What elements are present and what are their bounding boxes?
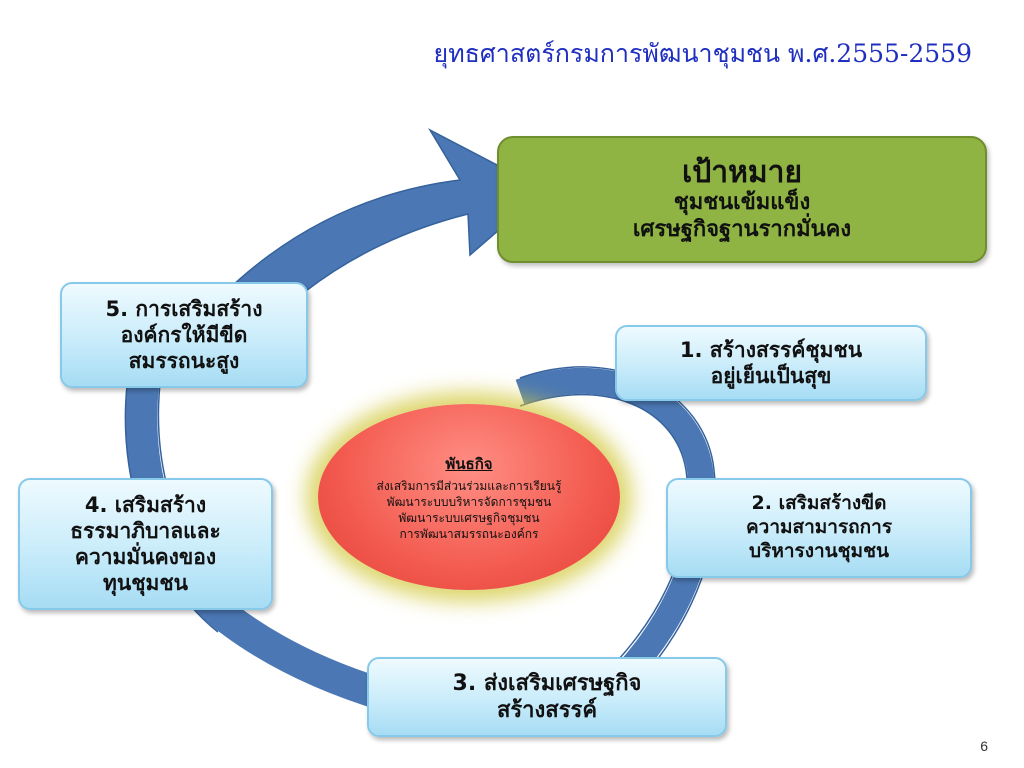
strategy-box-1: 1. สร้างสรรค์ชุมชน อยู่เย็นเป็นสุข bbox=[615, 325, 927, 401]
page-number: 6 bbox=[980, 738, 988, 754]
goal-line: ชุมชนเข้มแข็ง bbox=[673, 190, 811, 216]
strategy-line: 5. การเสริมสร้าง bbox=[105, 296, 263, 321]
inner-ring bbox=[515, 367, 715, 710]
strategy-line: 1. สร้างสรรค์ชุมชน bbox=[679, 337, 863, 362]
strategy-box-4: 4. เสริมสร้าง ธรรมาภิบาลและ ความมั่นคงขอ… bbox=[18, 478, 273, 610]
mission-line: พัฒนาระบบบริหารจัดการชุมชน bbox=[386, 494, 552, 509]
goal-heading: เป้าหมาย bbox=[681, 154, 803, 190]
strategy-line: ทุนชุมชน bbox=[103, 571, 188, 596]
strategy-line: 4. เสริมสร้าง bbox=[84, 492, 207, 517]
strategy-line: ความมั่นคงของ bbox=[74, 545, 217, 569]
strategy-box-3: 3. ส่งเสริมเศรษฐกิจ สร้างสรรค์ bbox=[367, 657, 727, 737]
strategy-line: องค์กรให้มีขีด bbox=[120, 322, 248, 347]
goal-line: เศรษฐกิจฐานรากมั่นคง bbox=[632, 216, 852, 242]
strategy-line: สร้างสรรค์ bbox=[496, 698, 598, 723]
strategy-box-5: 5. การเสริมสร้าง องค์กรให้มีขีด สมรรถนะส… bbox=[60, 282, 308, 388]
mission-ellipse: พันธกิจ ส่งเสริมการมีส่วนร่วมและการเรียน… bbox=[318, 404, 620, 590]
mission-line: พัฒนาระบบเศรษฐกิจชุมชน bbox=[398, 511, 540, 525]
strategy-line: อยู่เย็นเป็นสุข bbox=[710, 364, 832, 388]
slide-title: ยุทธศาสตร์กรมการพัฒนาชุมชน พ.ศ.2555-2559 bbox=[433, 39, 972, 68]
inner-ring-edge bbox=[519, 366, 717, 713]
strategy-line: บริหารงานชุมชน bbox=[749, 539, 889, 562]
strategy-line: สมรรถนะสูง bbox=[128, 349, 240, 374]
strategy-line: 3. ส่งเสริมเศรษฐกิจ bbox=[452, 670, 642, 696]
mission-heading: พันธกิจ bbox=[445, 454, 493, 473]
strategy-line: 2. เสริมสร้างขีด bbox=[751, 492, 887, 515]
strategy-line: ธรรมาภิบาลและ bbox=[70, 518, 221, 543]
mission-line: ส่งเสริมการมีส่วนร่วมและการเรียนรู้ bbox=[376, 478, 562, 493]
strategy-box-2: 2. เสริมสร้างขีด ความสามารถการ บริหารงาน… bbox=[666, 478, 972, 578]
strategy-line: ความสามารถการ bbox=[745, 516, 893, 539]
goal-box: เป้าหมาย ชุมชนเข้มแข็ง เศรษฐกิจฐานรากมั่… bbox=[497, 136, 987, 263]
mission-line: การพัฒนาสมรรถนะองค์กร bbox=[399, 527, 539, 542]
